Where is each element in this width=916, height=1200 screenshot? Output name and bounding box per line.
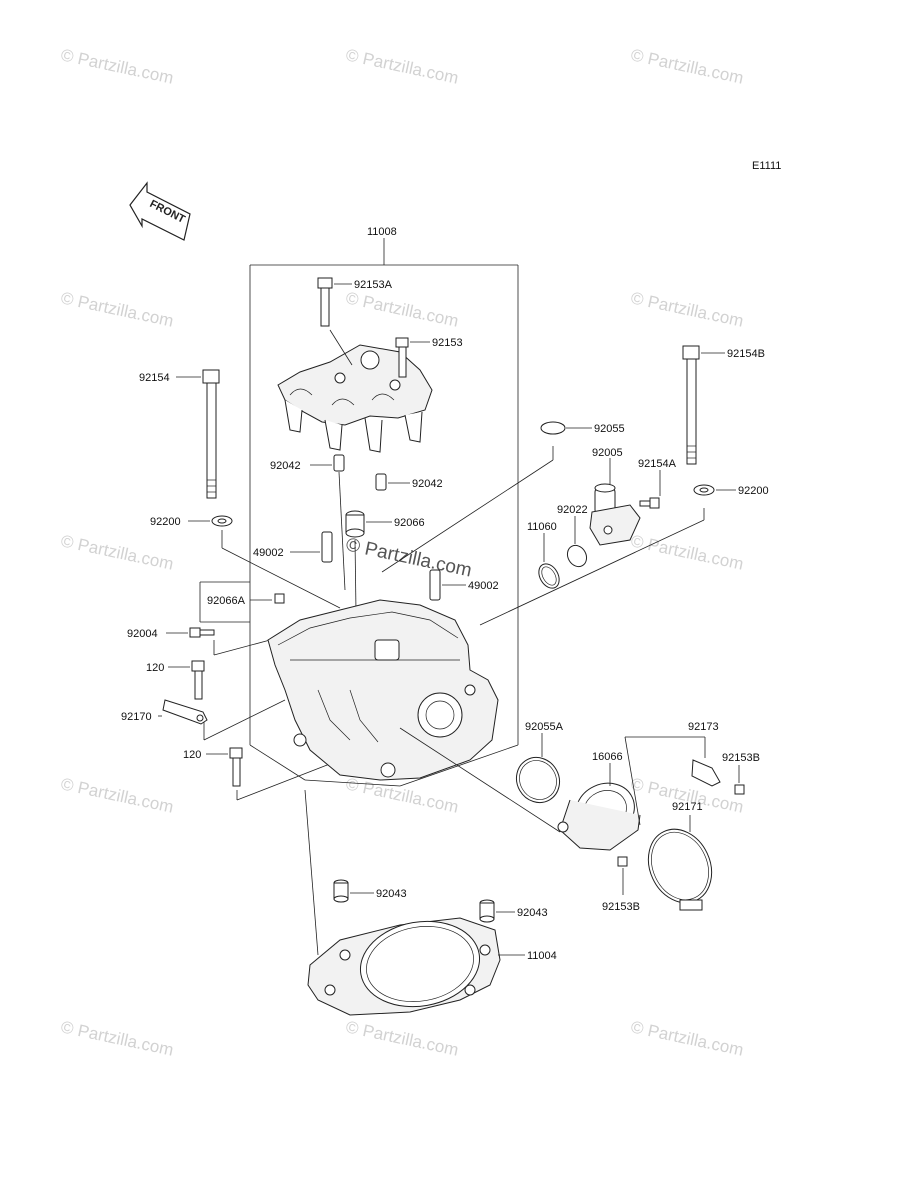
watermark: © Partzilla.com bbox=[59, 288, 175, 330]
part-label: 92200 bbox=[738, 485, 769, 497]
seal-92066 bbox=[345, 510, 392, 613]
bolt-120-upper bbox=[168, 660, 205, 700]
clamp-92171 bbox=[647, 815, 713, 911]
bolt-92154A bbox=[639, 470, 661, 509]
stud-92154 bbox=[176, 369, 220, 499]
watermark: © Partzilla.com bbox=[629, 1017, 745, 1059]
watermark: © Partzilla.com bbox=[59, 774, 175, 816]
dowel-92043-right bbox=[479, 899, 515, 923]
part-label: 92055 bbox=[594, 423, 625, 435]
part-label: 92170 bbox=[121, 711, 152, 723]
plate-92170 bbox=[158, 699, 286, 741]
part-label: 92200 bbox=[150, 516, 181, 528]
part-label: 92004 bbox=[127, 628, 158, 640]
part-label: 92043 bbox=[517, 907, 548, 919]
dowel-92043-left bbox=[333, 879, 374, 903]
part-label: 92042 bbox=[412, 478, 443, 490]
washer-92200-left bbox=[188, 515, 341, 609]
part-label: 11008 bbox=[367, 226, 397, 238]
guide-49002-left bbox=[290, 531, 333, 563]
part-label: 92173 bbox=[688, 721, 719, 733]
guide-49002-right bbox=[429, 569, 466, 601]
dowel-92042-right bbox=[375, 473, 410, 491]
part-label: 92153 bbox=[432, 337, 463, 349]
cam-cap bbox=[277, 344, 433, 453]
part-label: 49002 bbox=[253, 547, 284, 559]
intake-16066 bbox=[557, 763, 641, 851]
housing-92005 bbox=[589, 458, 641, 546]
part-label: 92154B bbox=[727, 348, 765, 360]
part-label: 92153B bbox=[602, 901, 640, 913]
part-label: 92154 bbox=[139, 372, 170, 384]
watermark: © Partzilla.com bbox=[629, 45, 745, 87]
part-label: 16066 bbox=[592, 751, 623, 763]
part-label: 92066A bbox=[207, 595, 246, 607]
washer-92200-right bbox=[479, 484, 736, 626]
dowel-92042-left bbox=[310, 454, 346, 591]
part-label: 11060 bbox=[527, 521, 557, 533]
gasket-11060 bbox=[538, 533, 560, 589]
bolt-92153A bbox=[317, 277, 353, 366]
watermark: © Partzilla.com bbox=[59, 531, 175, 573]
part-label: 92154A bbox=[638, 458, 677, 470]
front-arrow-icon: FRONT bbox=[129, 181, 191, 241]
center-watermark: © Partzilla.com bbox=[344, 534, 474, 581]
watermark: © Partzilla.com bbox=[344, 774, 460, 816]
part-labels: 11008 92153A 92153 92154 92154B 92055 92… bbox=[121, 226, 769, 962]
part-label: 92043 bbox=[376, 888, 407, 900]
screw-92153B-upper bbox=[734, 765, 745, 795]
part-label: 120 bbox=[183, 749, 201, 761]
part-label: 92005 bbox=[592, 447, 623, 459]
part-label: 11004 bbox=[527, 950, 557, 962]
assembly-bracket bbox=[249, 238, 519, 787]
stud-92154B bbox=[682, 345, 725, 465]
part-label: 92171 bbox=[672, 801, 703, 813]
watermarks: © Partzilla.com © Partzilla.com © Partzi… bbox=[59, 45, 745, 1059]
cylinder-head bbox=[267, 599, 561, 833]
oring-92022 bbox=[566, 516, 588, 568]
gasket-11004 bbox=[304, 789, 525, 1016]
plug-92004 bbox=[166, 627, 271, 656]
screw-92153B-lower bbox=[617, 856, 628, 895]
oring-92055 bbox=[381, 421, 592, 573]
oring-92055A bbox=[515, 733, 561, 804]
part-label: 92042 bbox=[270, 460, 301, 472]
diagram-code: E1111 bbox=[752, 160, 781, 172]
watermark: © Partzilla.com bbox=[344, 45, 460, 87]
bolt-92153 bbox=[395, 337, 430, 378]
watermark: © Partzilla.com bbox=[629, 288, 745, 330]
part-label: 49002 bbox=[468, 580, 499, 592]
part-label: 92066 bbox=[394, 517, 425, 529]
watermark: © Partzilla.com bbox=[59, 45, 175, 87]
watermark: © Partzilla.com bbox=[59, 1017, 175, 1059]
bolt-120-lower bbox=[206, 747, 341, 801]
watermark: © Partzilla.com bbox=[344, 1017, 460, 1059]
watermark: © Partzilla.com bbox=[344, 288, 460, 330]
clamp-92173 bbox=[624, 736, 721, 826]
watermark: © Partzilla.com bbox=[629, 531, 745, 573]
part-label: 92153A bbox=[354, 279, 393, 291]
bracket-92066A bbox=[199, 581, 285, 623]
part-label: 92055A bbox=[525, 721, 564, 733]
part-label: 92022 bbox=[557, 504, 588, 516]
part-label: 92153B bbox=[722, 752, 760, 764]
part-label: 120 bbox=[146, 662, 164, 674]
